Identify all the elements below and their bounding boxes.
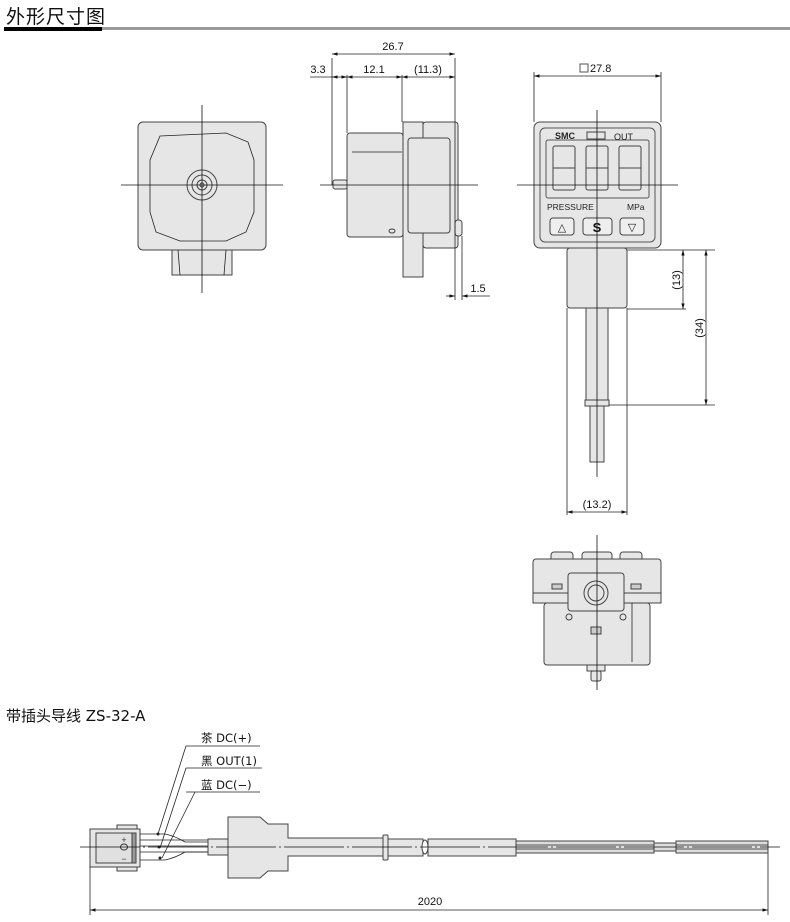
title-underline [102,27,790,30]
down-icon: ▽ [628,222,637,234]
cable-title: 带插头导线 ZS-32-A [6,707,146,725]
cable-drawing: 茶 DC(+) 黑 OUT(1) 蓝 DC(−) + − [80,731,780,915]
dim-overall: 26.7 [382,41,403,53]
pressure-label: PRESSURE [547,202,594,212]
dim-conn-width: (13.2) [583,499,612,511]
wire-label-black: 黑 OUT(1) [201,754,257,768]
up-icon: △ [558,222,567,234]
dim-width: 27.8 [590,63,611,75]
dim-pin: 3.3 [310,64,325,76]
plus-mark: + [121,835,126,845]
dim-conn: (13) [671,270,683,290]
back-view [121,105,283,293]
bottom-view [532,535,662,690]
minus-mark: − [121,854,126,864]
page-title: 外形尺寸图 [6,6,107,28]
dim-button: 1.5 [470,283,485,295]
set-button[interactable] [582,217,613,236]
brand-logo: SMC [555,131,576,141]
side-view: 26.7 3.3 12.1 (11.3) 1.5 [310,41,490,300]
front-view: SMC OUT PRESSURE MPa △ S ▽ 27.8 (13) [517,63,715,515]
unit-label: MPa [627,202,645,212]
dim-total: (34) [694,318,706,338]
up-button[interactable] [549,217,575,236]
out-label: OUT [614,132,634,142]
dim-front: (11.3) [414,64,442,76]
dim-cable-length: 2020 [418,896,442,908]
title-underline-accent [4,27,102,31]
down-button[interactable] [619,217,645,236]
dim-body: 12.1 [363,64,384,76]
wire-label-blue: 蓝 DC(−) [201,778,252,792]
wire-label-brown: 茶 DC(+) [201,731,252,745]
